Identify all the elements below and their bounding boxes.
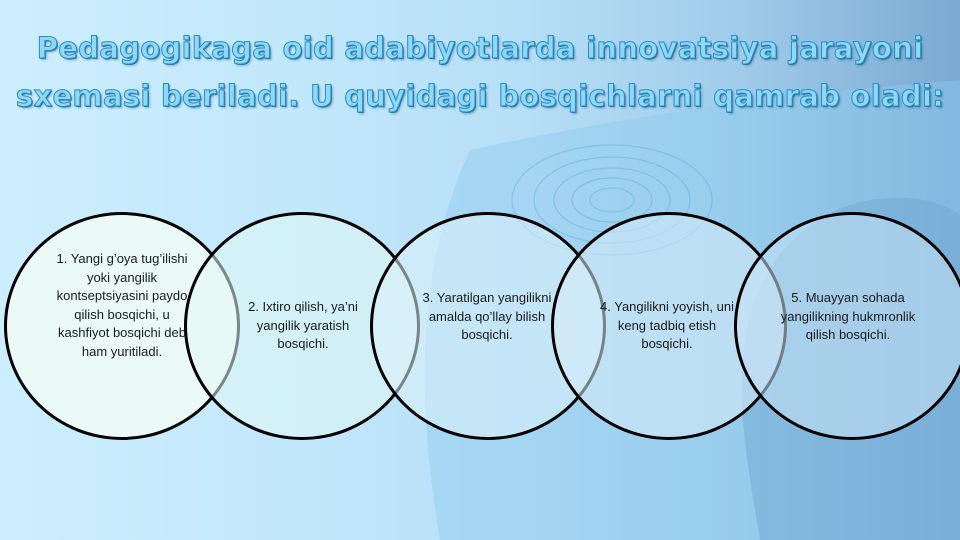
stage-text-5: 5. Muayyan sohada yangilikning hukmronli… [780,290,916,342]
stage-text-3: 3. Yaratilgan yangilikni amalda qo’llay … [422,290,552,342]
stage-text-2: 2. Ixtiro qilish, ya’ni yangilik yaratis… [248,299,358,351]
title-line-1: Pedagogikaga oid adabiyotlarda innovatsi… [36,31,924,66]
ripple-ring [571,177,653,223]
slide-title: Pedagogikaga oid adabiyotlarda innovatsi… [10,24,950,120]
ripple-ring [589,187,635,213]
stage-circle-5 [734,212,960,440]
stage-text-1: 1. Yangi g’oya tug’ilishi yoki yangilik … [56,251,188,359]
title-line-2: sxemasi beriladi. U quyidagi bosqichlarn… [15,79,945,114]
stage-text-4: 4. Yangilikni yoyish, uni keng tadbiq et… [600,299,734,351]
